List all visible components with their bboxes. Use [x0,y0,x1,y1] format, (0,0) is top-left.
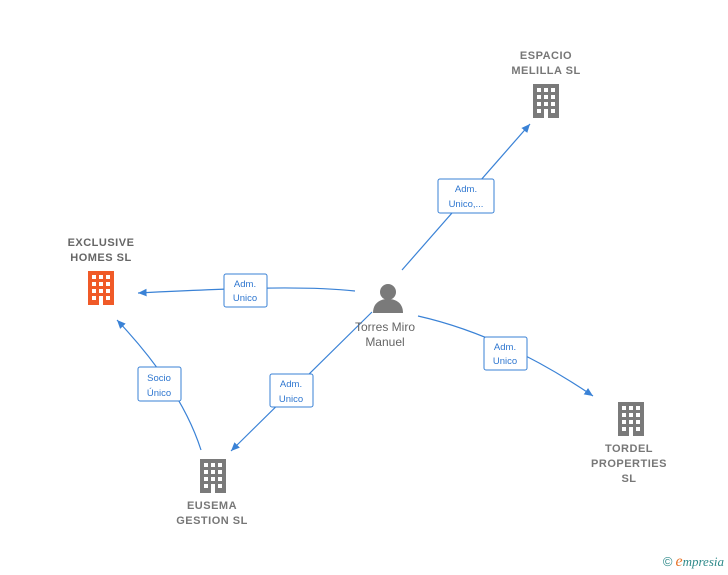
edge-label-line: Unico [233,293,257,304]
edge-label-line: Adm. [494,342,516,353]
node-label-line: ESPACIO [520,50,572,62]
edge-label-box [483,336,528,371]
building-icon [618,402,644,436]
node-label-line: Manuel [365,335,404,349]
node-label-line: TORDEL [605,443,653,455]
edge-eusema-exclusive[interactable]: Socio Único [116,319,202,451]
node-label-line: EUSEMA [187,500,237,512]
edge-label-line: Unico,... [449,199,484,210]
brand-logo: ©empresia [663,553,724,571]
edge-torres-exclusive[interactable]: Adm. Unico [137,273,356,308]
node-eusema-gestion[interactable]: EUSEMA GESTION SL [176,459,248,527]
node-label-line: MELILLA SL [511,65,580,77]
edge-torres-eusema[interactable]: Adm. Unico [230,311,373,452]
edge-label-box [269,373,314,408]
edge-label-line: Socio [147,373,171,384]
brand-name: mpresia [682,554,724,569]
node-label-line: HOMES SL [70,252,131,264]
edge-torres-tordel[interactable]: Adm. Unico [417,315,594,397]
node-exclusive-homes[interactable]: EXCLUSIVE HOMES SL [68,237,135,305]
building-icon [200,459,226,493]
person-icon [373,284,403,313]
edge-label-line: Unico [279,394,303,405]
node-tordel-properties[interactable]: TORDEL PROPERTIES SL [591,402,667,485]
building-icon [88,271,114,305]
node-label-line: GESTION SL [176,515,248,527]
node-torres-miro-manuel[interactable]: Torres Miro Manuel [355,284,415,349]
edge-label-box [223,273,268,308]
edge-label-line: Adm. [234,279,256,290]
copyright-symbol: © [662,554,673,569]
edge-label-line: Unico [493,356,517,367]
node-label-line: PROPERTIES [591,458,667,470]
node-label-line: SL [621,473,636,485]
building-icon [533,84,559,118]
edge-label-line: Adm. [455,184,477,195]
node-label-line: Torres Miro [355,320,415,334]
node-espacio-melilla[interactable]: ESPACIO MELILLA SL [511,50,580,118]
brand-initial: e [675,553,683,570]
edge-torres-espacio[interactable]: Adm. Unico,... [401,123,531,271]
node-label-line: EXCLUSIVE [68,237,135,249]
edge-label-line: Adm. [280,379,302,390]
edge-label-box [437,178,495,214]
edge-label-box [137,366,182,402]
edge-label-line: Único [147,388,171,399]
